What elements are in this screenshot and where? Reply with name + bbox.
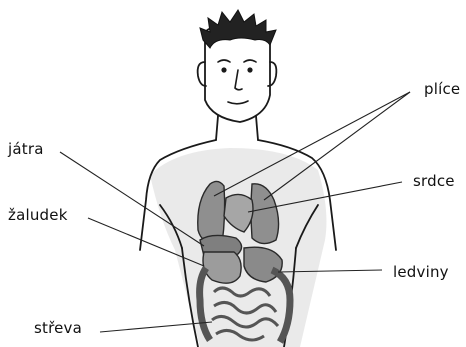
label-lungs: plíce <box>424 80 460 98</box>
label-kidneys: ledviny <box>393 263 449 281</box>
label-intestines: střeva <box>34 319 82 337</box>
label-stomach: žaludek <box>8 206 68 224</box>
label-heart: srdce <box>413 172 455 190</box>
label-liver: játra <box>8 140 44 158</box>
